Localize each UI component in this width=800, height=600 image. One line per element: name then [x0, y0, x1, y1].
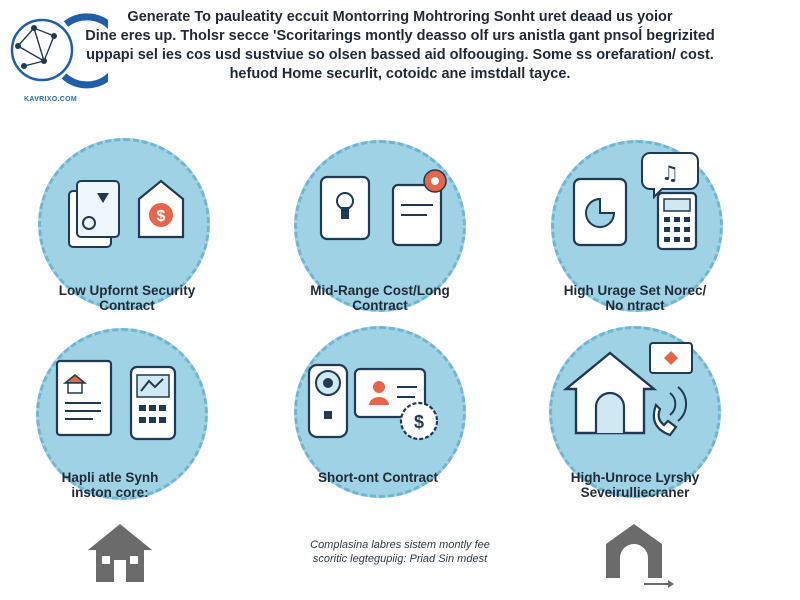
svg-text:$: $	[414, 412, 424, 432]
tile-hapli-label: Hapli atle Synh inston core:	[61, 470, 159, 500]
devices-and-house-dollar-icon: $	[68, 179, 185, 248]
footer-note: Complasina labres sistem montly fee scor…	[310, 539, 490, 565]
tablet-lock-and-alert-icon	[319, 169, 447, 247]
tile-low-upfront-circle[interactable]: $	[38, 138, 210, 310]
logo[interactable]: KAVRIXO.COM	[4, 6, 108, 103]
house-icon	[88, 524, 152, 582]
headline-line-3: uppapi sel ies cos usd sustviue so olsen…	[86, 47, 714, 63]
headline: Generate To pauleatity eccuit Montorring…	[0, 8, 800, 84]
headline-line-1: Generate To pauleatity eccuit Montorring…	[127, 9, 673, 25]
tile-mid-range-label: Mid-Range Cost/Long Contract	[310, 283, 450, 313]
tile-short-ont-label: Short-ont Contract	[318, 470, 438, 485]
headline-line-4: hefuod Home securlit, cotoidc ane imstda…	[229, 66, 571, 82]
headline-line-2: Dine eres up. Tholsr secce 'Scoritarings…	[85, 28, 715, 44]
tile-high-urage-label: High Urage Set Norec/ No ntract	[563, 283, 707, 313]
documents-and-phone-icon	[55, 359, 177, 441]
network-globe-logo-icon	[10, 13, 108, 89]
house-and-phone-icon	[562, 342, 693, 437]
tile-hapli-circle[interactable]	[36, 328, 208, 500]
tile-low-upfront-label: Low Upfornt Security Contract	[58, 283, 196, 313]
tile-high-unroce-label: High-Unroce Lyrshy Seveirulliecraner	[570, 470, 700, 500]
tile-mid-range-circle[interactable]	[294, 140, 466, 312]
tile-short-ont-circle[interactable]: $	[294, 326, 466, 498]
tile-high-unroce-circle[interactable]	[549, 326, 721, 498]
svg-text:♫: ♫	[661, 161, 679, 185]
door-arrow-icon	[606, 524, 674, 588]
logo-caption: KAVRIXO.COM	[24, 96, 77, 103]
tile-high-urage-circle[interactable]: ♫	[551, 140, 723, 312]
tablet-chart-music-phone-icon: ♫	[572, 152, 699, 251]
svg-text:$: $	[157, 208, 166, 225]
header: KAVRIXO.COM Generate To pauleatity eccui…	[0, 0, 800, 103]
camera-card-coin-icon: $	[307, 363, 439, 441]
